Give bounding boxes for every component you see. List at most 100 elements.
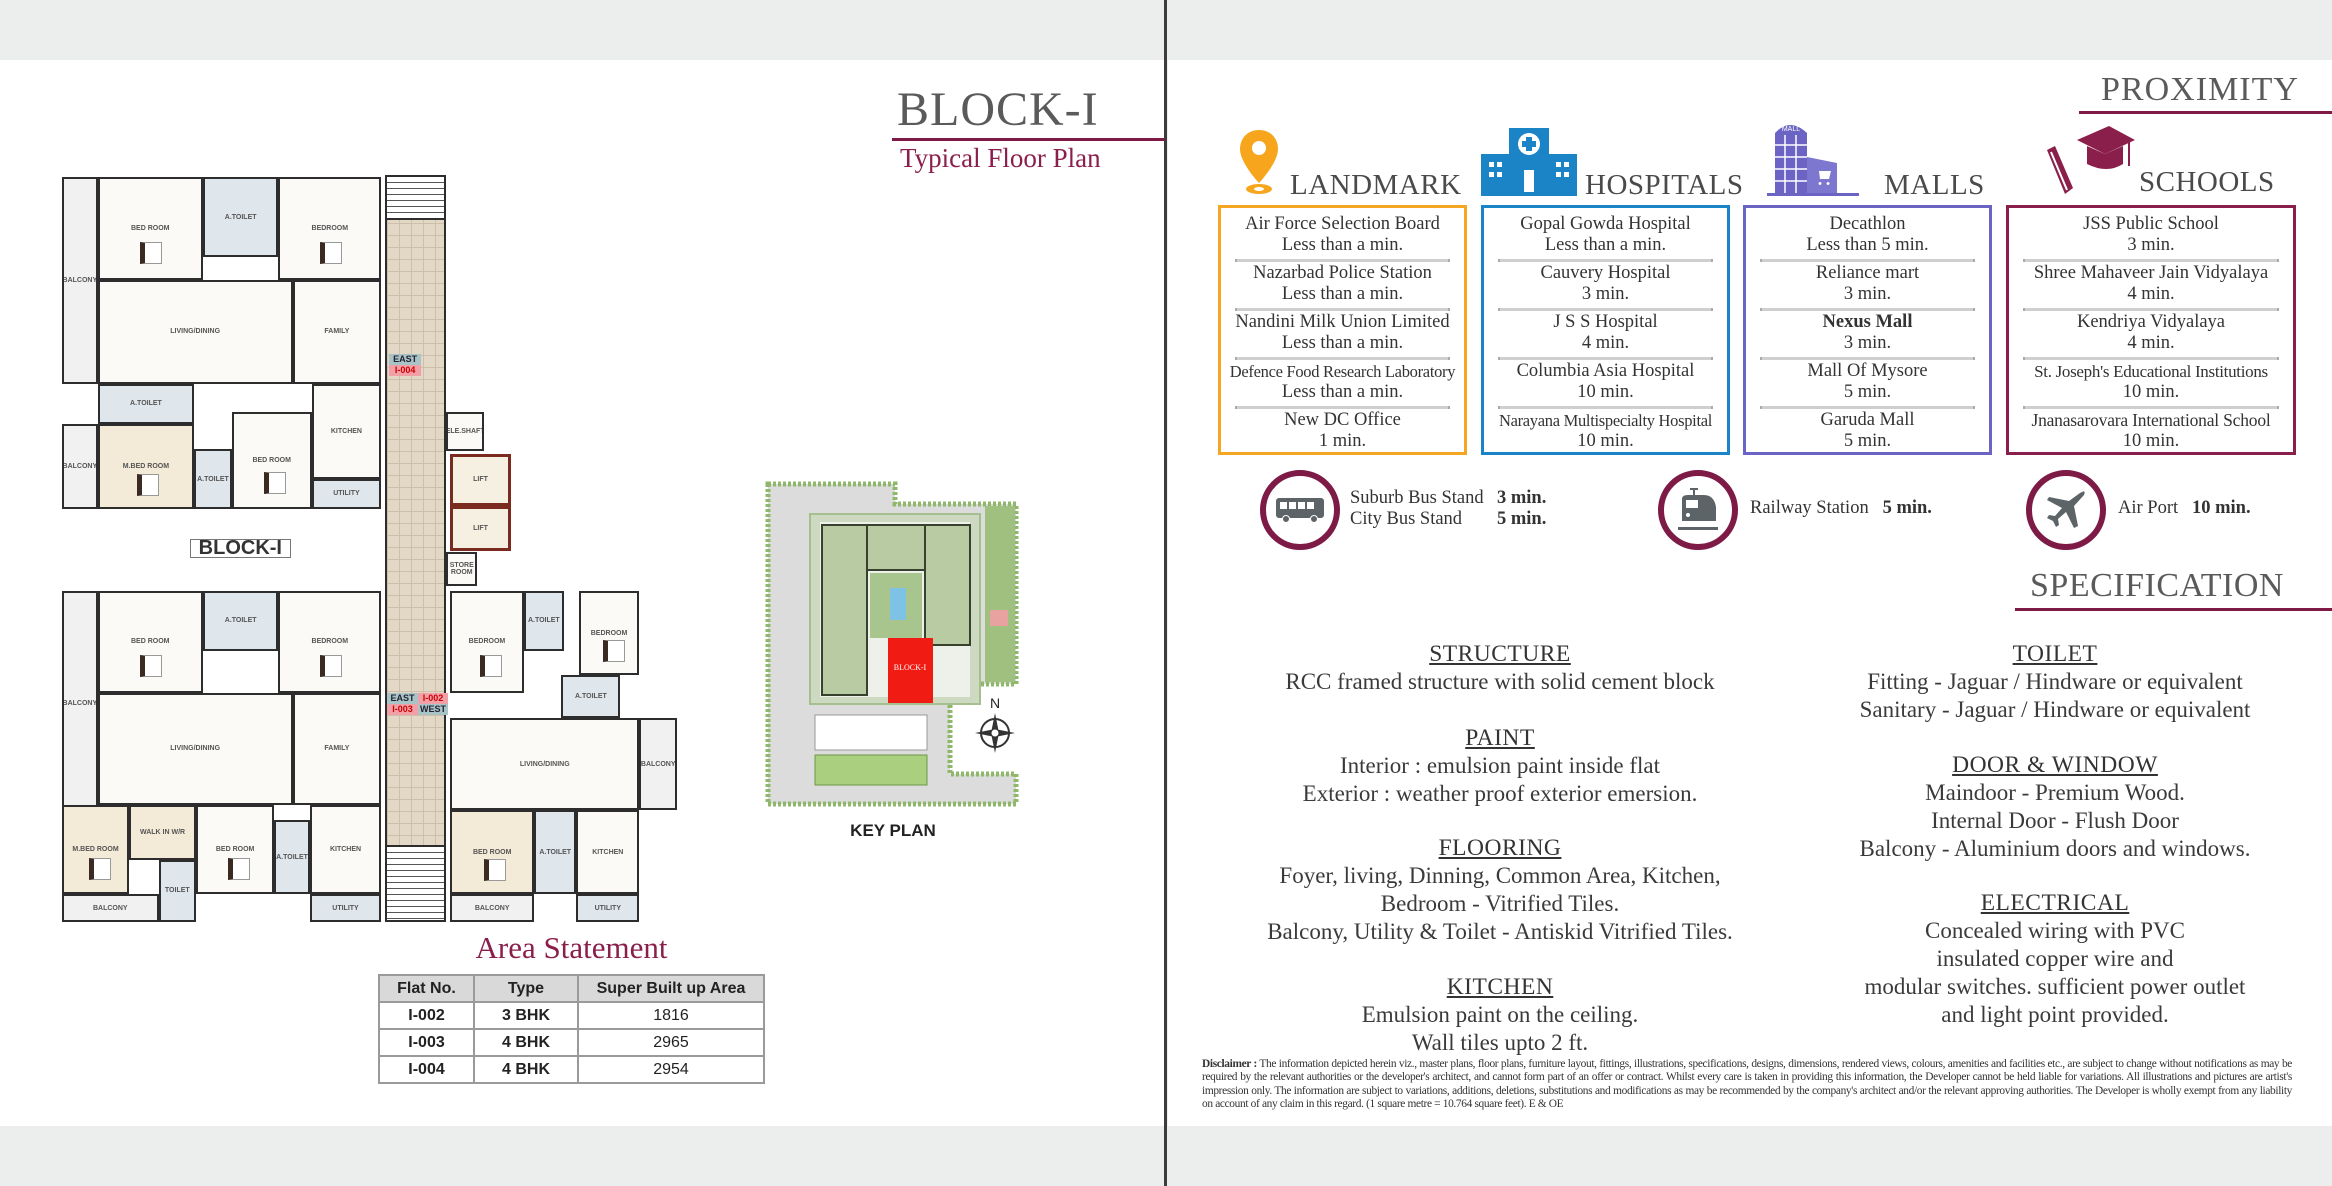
room: BED ROOM <box>196 804 275 895</box>
map-pin-icon <box>1240 130 1278 194</box>
travel-time: 10 min. <box>1577 431 1634 451</box>
spec-heading: ELECTRICAL <box>1980 890 2130 916</box>
spec-line: Concealed wiring with PVC <box>1925 918 2185 943</box>
proximity-title: PROXIMITY <box>2101 71 2299 108</box>
mall-icon: MALL <box>1767 125 1859 196</box>
suburb-bus-time: 3 min. <box>1497 488 1546 509</box>
room: A.TOILET <box>194 449 232 509</box>
graduation-cap-icon <box>2047 126 2135 194</box>
spec-toilet: TOILET Fitting - Jaguar / Hindware or eq… <box>1805 640 2305 724</box>
room: FAMILY <box>292 692 382 805</box>
svg-text:MALL: MALL <box>1782 126 1800 133</box>
room: WALK IN W/R <box>129 804 197 860</box>
city-bus-time: 5 min. <box>1497 509 1546 530</box>
room: A.TOILET <box>202 177 279 258</box>
room: BED ROOM <box>97 591 203 693</box>
landmark-heading: LANDMARK <box>1290 169 1462 201</box>
place-name: Nandini Milk Union Limited <box>1235 312 1450 332</box>
place-name: Gopal Gowda Hospital <box>1520 214 1691 234</box>
place-name: Air Port <box>2118 498 2179 518</box>
shaft: ELE.SHAFT <box>446 411 484 452</box>
spec-line: Maindoor - Premium Wood. <box>1925 780 2185 805</box>
disclaimer-label: Disclaimer : <box>1202 1058 1257 1070</box>
travel-time: 5 min. <box>1843 382 1892 402</box>
hospital-icon <box>1481 128 1577 196</box>
spec-heading: DOOR & WINDOW <box>1952 752 2158 778</box>
room: KITCHEN <box>309 804 382 895</box>
travel-time: 3 min. <box>1581 284 1630 304</box>
spec-door-window: DOOR & WINDOW Maindoor - Premium Wood. I… <box>1805 751 2305 863</box>
room: UTILITY <box>309 894 382 922</box>
spec-heading: STRUCTURE <box>1429 641 1571 667</box>
travel-time: Less than a min. <box>1281 284 1404 304</box>
place-name: J S S Hospital <box>1553 312 1658 332</box>
spec-line: modular switches. sufficient power outle… <box>1864 974 2246 999</box>
spec-kitchen: KITCHEN Emulsion paint on the ceiling. W… <box>1250 973 1750 1057</box>
place-name: Mall Of Mysore <box>1807 361 1928 381</box>
room: BEDROOM <box>578 591 640 676</box>
block-title: BLOCK-I <box>897 83 1099 136</box>
spec-line: Emulsion paint on the ceiling. <box>1361 1002 1639 1027</box>
flat-no: I-002 <box>378 1001 475 1030</box>
spec-line: Balcony - Aluminium doors and windows. <box>1859 836 2251 861</box>
spec-line: and light point provided. <box>1941 1002 2169 1027</box>
super-built-up-area: 1816 <box>577 1001 765 1030</box>
flat-type: 4 BHK <box>473 1028 579 1057</box>
store-room: STORE ROOM <box>446 552 478 586</box>
room: BALCONY <box>62 894 159 922</box>
proximity-rule <box>2079 111 2332 114</box>
key-plan-label: KEY PLAN <box>850 821 936 840</box>
place-name: Reliance mart <box>1815 263 1920 283</box>
column-header: Type <box>473 974 579 1003</box>
travel-time: Less than a min. <box>1544 235 1667 255</box>
place-name: St. Joseph's Educational Institutions <box>2034 362 2268 381</box>
room: BEDROOM <box>278 177 382 280</box>
room: A.TOILET <box>523 591 564 651</box>
air-port: Air Port 10 min. <box>2118 498 2251 519</box>
place-name: Railway Station <box>1750 498 1869 518</box>
spec-line: Interior : emulsion paint inside flat <box>1339 753 1660 778</box>
travel-time: 4 min. <box>2127 284 2175 304</box>
travel-time: 5 min. <box>1882 498 1932 518</box>
room: BALCONY <box>639 718 677 810</box>
spec-heading: KITCHEN <box>1446 974 1554 1000</box>
place-name: Kendriya Vidyalaya <box>2076 312 2226 332</box>
staircase <box>385 175 447 220</box>
tag-east: EAST <box>387 692 418 704</box>
tag-west: WEST <box>417 703 449 715</box>
travel-time: 3 min. <box>1843 333 1892 353</box>
place-name: Garuda Mall <box>1820 410 1915 430</box>
super-built-up-area: 2965 <box>577 1028 765 1057</box>
room: BALCONY <box>450 894 535 922</box>
bus-icon <box>1260 470 1340 550</box>
room: M.BED ROOM <box>62 804 130 895</box>
spec-paint: PAINT Interior : emulsion paint inside f… <box>1250 724 1750 808</box>
room: LIVING/DINING <box>450 718 640 810</box>
room: FAMILY <box>292 279 382 385</box>
room: BALCONY <box>62 591 98 816</box>
specification-rule <box>2015 608 2332 611</box>
room: A.TOILET <box>561 675 621 719</box>
flat-no: I-003 <box>378 1028 475 1057</box>
place-name: Nazarbad Police Station <box>1253 263 1432 283</box>
room: A.TOILET <box>97 384 195 424</box>
place-name: JSS Public School <box>2083 214 2219 234</box>
room: A.TOILET <box>274 819 310 895</box>
place-name: Air Force Selection Board <box>1245 214 1440 234</box>
room: M.BED ROOM <box>97 423 195 509</box>
